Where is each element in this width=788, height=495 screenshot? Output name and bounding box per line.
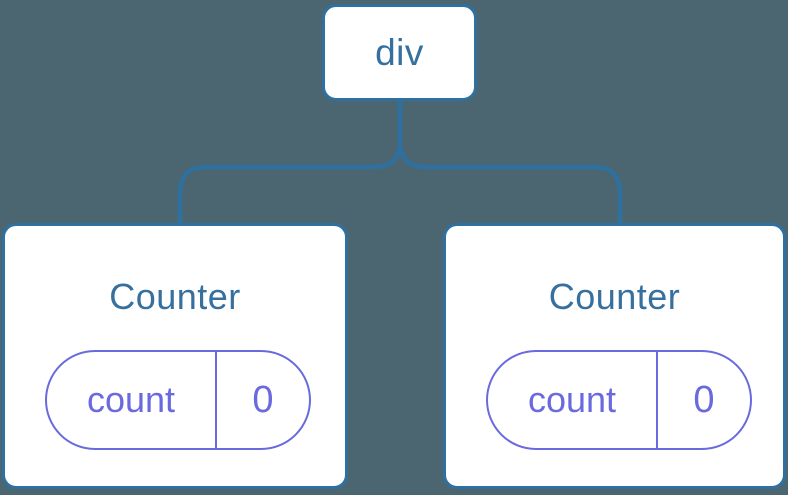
- root-node-div: div: [322, 4, 477, 101]
- state-value: 0: [252, 378, 274, 421]
- state-pill: count 0: [486, 350, 752, 450]
- connector-right-branch: [397, 101, 623, 225]
- state-value: 0: [693, 378, 715, 421]
- state-pill: count 0: [45, 350, 311, 450]
- counter-node-left: Counter count 0: [2, 223, 348, 489]
- root-node-label: div: [375, 31, 424, 73]
- connector-left-branch: [177, 101, 403, 225]
- state-key-label: count: [47, 352, 217, 448]
- counter-title: Counter: [109, 276, 241, 317]
- state-key-label: count: [488, 352, 658, 448]
- counter-title: Counter: [548, 276, 681, 317]
- counter-node-right: Counter count 0: [443, 223, 786, 489]
